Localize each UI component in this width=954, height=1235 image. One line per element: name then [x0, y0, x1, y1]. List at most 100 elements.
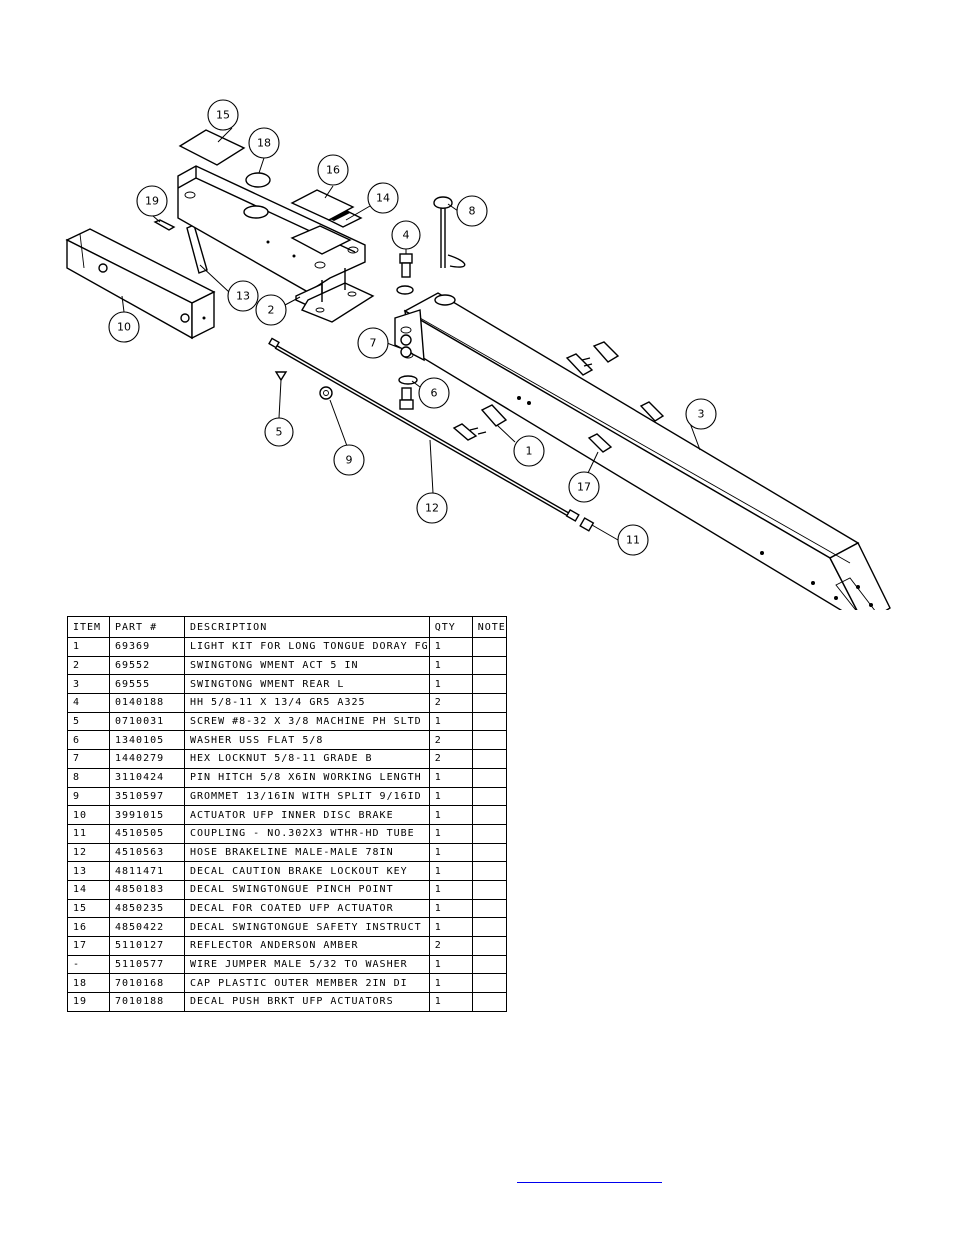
swingtongue-rear-3-shape — [394, 292, 891, 610]
header-part-number: PART # — [109, 616, 185, 638]
cell-note — [471, 693, 507, 713]
cell-part-number: 69555 — [109, 674, 185, 695]
cell-description: HEX LOCKNUT 5/8-11 GRADE B — [184, 749, 430, 769]
cell-part-number: 7010188 — [109, 992, 185, 1012]
balloon-16: 16 — [317, 154, 349, 186]
cell-description: DECAL SWINGTONGUE SAFETY INSTRUCT — [184, 917, 430, 937]
balloon-11: 11 — [617, 524, 649, 556]
cell-note — [471, 879, 507, 900]
svg-text:1: 1 — [526, 445, 533, 458]
cell-item: 8 — [67, 767, 110, 788]
footer-link[interactable] — [517, 1172, 662, 1184]
cell-note — [471, 730, 507, 751]
decal-19-shape — [153, 219, 176, 231]
cell-part-number: 69369 — [109, 637, 185, 657]
cell-note — [471, 823, 507, 844]
cell-qty: 2 — [428, 693, 473, 713]
cell-note — [471, 786, 507, 807]
cell-item: 4 — [67, 693, 110, 713]
cell-note — [471, 767, 507, 788]
cell-part-number: 4510563 — [109, 842, 185, 863]
cell-qty: 2 — [428, 749, 473, 769]
cell-part-number: 0140188 — [109, 693, 185, 713]
balloon-2: 2 — [255, 294, 287, 326]
cell-part-number: 3510597 — [109, 786, 185, 807]
balloon-15: 15 — [207, 99, 239, 131]
cell-part-number: 4510505 — [109, 823, 185, 844]
decal-14-shape — [327, 210, 363, 228]
cell-description: LIGHT KIT FOR LONG TONGUE DORAY FG — [184, 637, 430, 657]
reflector-17-shape — [587, 401, 665, 453]
cell-item: 9 — [67, 786, 110, 807]
header-qty: QTY — [428, 616, 473, 638]
cell-item: 10 — [67, 805, 110, 825]
cell-note — [471, 992, 507, 1012]
cell-description: WIRE JUMPER MALE 5/32 TO WASHER — [184, 954, 430, 975]
balloon-8: 8 — [456, 195, 488, 227]
swingtongue-front-2-shape — [177, 165, 375, 323]
cell-qty: 1 — [428, 992, 473, 1012]
exploded-parts-diagram: 15 18 16 14 19 8 4 13 2 10 7 6 5 9 3 1 1… — [65, 99, 891, 610]
cell-item: 1 — [67, 637, 110, 657]
cell-description: REFLECTOR ANDERSON AMBER — [184, 936, 430, 956]
svg-text:18: 18 — [257, 137, 271, 150]
decal-16-shape — [290, 189, 355, 221]
pin-8-shape — [433, 196, 466, 268]
cell-description: DECAL SWINGTONGUE PINCH POINT — [184, 879, 430, 900]
cell-part-number: 5110577 — [109, 954, 185, 975]
cell-note — [471, 674, 507, 695]
coupling-11-shape — [579, 517, 595, 532]
cell-item: 12 — [67, 842, 110, 863]
cell-item: 15 — [67, 898, 110, 919]
cell-part-number: 4850183 — [109, 879, 185, 900]
balloon-17: 17 — [568, 471, 600, 503]
svg-text:14: 14 — [376, 192, 390, 205]
svg-text:5: 5 — [276, 426, 283, 439]
cell-note — [471, 936, 507, 956]
header-note: NOTE — [471, 616, 507, 638]
cell-part-number: 4850235 — [109, 898, 185, 919]
cell-qty: 1 — [428, 711, 473, 732]
cell-qty: 1 — [428, 954, 473, 975]
svg-text:3: 3 — [698, 408, 705, 421]
svg-text:17: 17 — [577, 481, 591, 494]
cell-qty: 2 — [428, 936, 473, 956]
svg-text:9: 9 — [346, 454, 353, 467]
cell-description: HOSE BRAKELINE MALE-MALE 78IN — [184, 842, 430, 863]
cell-description: SCREW #8-32 X 3/8 MACHINE PH SLTD — [184, 711, 430, 732]
cell-qty: 1 — [428, 861, 473, 881]
balloon-5: 5 — [264, 417, 294, 447]
cell-part-number: 4811471 — [109, 861, 185, 881]
svg-text:6: 6 — [431, 387, 438, 400]
svg-text:2: 2 — [268, 304, 275, 317]
balloon-14: 14 — [367, 182, 399, 214]
cell-description: HH 5/8-11 X 13/4 GR5 A325 — [184, 693, 430, 713]
light-kit-1-shape — [452, 341, 620, 441]
cell-qty: 2 — [428, 730, 473, 751]
cell-part-number: 69552 — [109, 655, 185, 676]
cell-item: 16 — [67, 917, 110, 937]
balloon-3: 3 — [685, 398, 717, 430]
header-item: ITEM — [67, 616, 110, 638]
cell-part-number: 5110127 — [109, 936, 185, 956]
balloon-19: 19 — [136, 185, 168, 217]
footer-link-underline[interactable] — [517, 1172, 662, 1183]
balloon-12: 12 — [416, 492, 448, 524]
